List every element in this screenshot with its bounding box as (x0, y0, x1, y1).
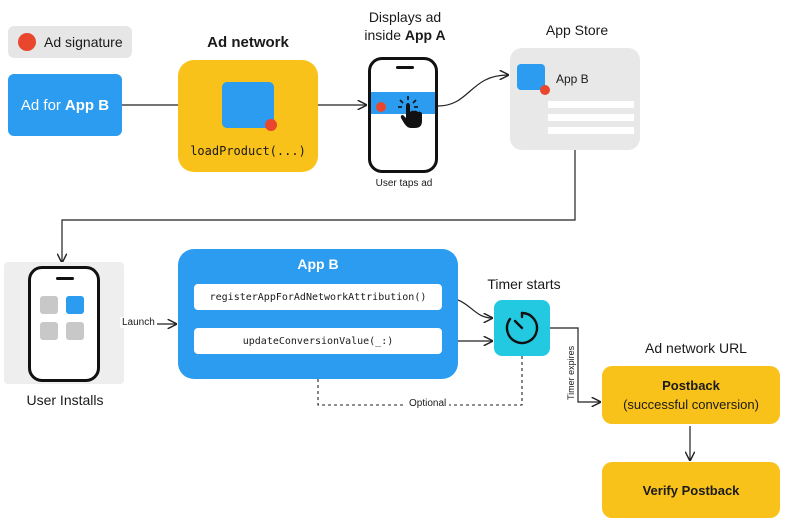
displays-line2-prefix: inside (364, 27, 401, 43)
app-store-title: App Store (545, 22, 609, 38)
postback-subtitle: (successful conversion) (623, 397, 759, 412)
phone-a-notch (396, 66, 414, 69)
app-b-box (178, 249, 458, 379)
ad-network-title: Ad network (207, 34, 289, 51)
timer-title: Timer starts (487, 276, 561, 292)
launch-label: Launch (120, 317, 157, 328)
displays-line1: Displays ad (368, 9, 442, 25)
timer-box (494, 300, 550, 356)
optional-label: Optional (406, 398, 450, 409)
phone-a-signature-dot (376, 102, 386, 112)
ad-network-url-title: Ad network URL (645, 340, 747, 356)
app-tile (40, 296, 58, 314)
verify-postback-box: Verify Postback (602, 462, 780, 518)
app-tile (66, 322, 84, 340)
user-taps-ad-label: User taps ad (375, 178, 433, 189)
method-update-conversion: updateConversionValue(_:) (194, 328, 442, 354)
timer-icon (505, 311, 539, 345)
app-store-text-line (548, 127, 634, 134)
displays-line2-app: App A (404, 27, 446, 43)
app-tile-app-b[interactable] (66, 296, 84, 314)
tap-hand-icon (398, 96, 422, 128)
phone-installed (28, 266, 100, 382)
arrow-timer-to-postback (550, 327, 600, 402)
arrow-phone-to-appstore (437, 75, 508, 107)
postback-title: Postback (662, 378, 720, 393)
legend: Ad signature (8, 26, 132, 58)
app-store-signature-dot (540, 85, 550, 95)
app-tile (40, 322, 58, 340)
legend-label: Ad signature (44, 34, 123, 50)
phone-b-notch (56, 277, 74, 280)
app-store-text-line (548, 101, 634, 108)
ad-network-signature-dot (265, 119, 277, 131)
method-register-attribution: registerAppForAdNetworkAttribution() (194, 284, 442, 310)
app-b-title: App B (297, 256, 339, 272)
user-installs-label: User Installs (26, 392, 104, 408)
app-store-app-name: App B (556, 72, 589, 86)
postback-box: Postback (successful conversion) (602, 366, 780, 424)
app-store-text-line (548, 114, 634, 121)
arrow-appstore-to-installs (62, 150, 576, 262)
signature-dot-icon (18, 33, 36, 51)
timer-expires-label: Timer expires (566, 343, 576, 402)
ad-for-app: App B (64, 96, 110, 114)
displays-title: Displays ad inside App A (350, 8, 460, 44)
ad-network-code: loadProduct(...) (190, 144, 306, 158)
displays-line2: inside App A (350, 26, 460, 44)
ad-for-prefix: Ad for (20, 96, 61, 114)
ad-for-app-b: Ad for App B (8, 74, 122, 136)
